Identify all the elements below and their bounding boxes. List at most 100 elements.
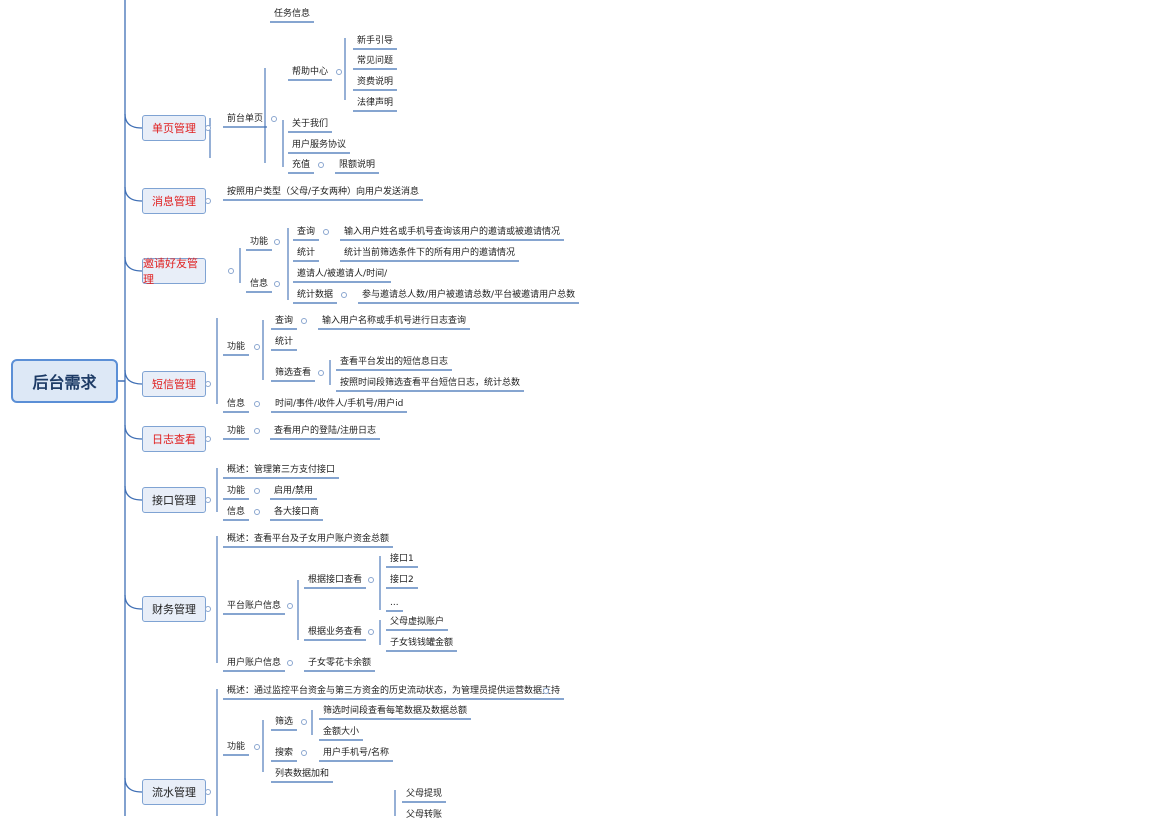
- collapse-toggle-icon[interactable]: [205, 606, 211, 612]
- topic-label[interactable]: 统计数据: [297, 290, 334, 300]
- collapse-toggle-icon[interactable]: [205, 198, 211, 204]
- topic-label[interactable]: 限额说明: [339, 160, 376, 170]
- topic-label[interactable]: 关于我们: [292, 119, 329, 129]
- topic-label[interactable]: 查询: [297, 227, 316, 237]
- category-node[interactable]: 财务管理: [142, 596, 206, 622]
- category-node[interactable]: 短信管理: [142, 371, 206, 397]
- topic-label[interactable]: 统计当前筛选条件下的所有用户的邀请情况: [344, 248, 516, 258]
- topic-label[interactable]: 帮助中心: [292, 67, 329, 77]
- collapse-toggle-icon[interactable]: [205, 436, 211, 442]
- topic-label[interactable]: 常见问题: [357, 56, 394, 66]
- collapse-toggle-icon[interactable]: [205, 497, 211, 503]
- collapse-toggle-icon[interactable]: [254, 401, 260, 407]
- collapse-toggle-icon[interactable]: [323, 229, 329, 235]
- topic-label[interactable]: 接口1: [390, 554, 414, 564]
- category-node[interactable]: 接口管理: [142, 487, 206, 513]
- topic-label[interactable]: 启用/禁用: [274, 486, 314, 496]
- topic-label[interactable]: 用户手机号/名称: [323, 748, 390, 758]
- topic-label[interactable]: 根据接口查看: [308, 575, 363, 585]
- topic-label[interactable]: 各大接口商: [274, 507, 320, 517]
- topic-label[interactable]: 列表数据加和: [275, 769, 330, 779]
- topic-label[interactable]: 金额大小: [323, 727, 360, 737]
- collapse-toggle-icon[interactable]: [254, 509, 260, 515]
- topic-label[interactable]: 功能: [227, 486, 246, 496]
- topic-label[interactable]: 信息: [227, 507, 246, 517]
- topic-label[interactable]: 功能: [227, 742, 246, 752]
- topic-label[interactable]: 统计: [275, 337, 294, 347]
- topic-label[interactable]: 前台单页: [227, 114, 264, 124]
- connector-line: [124, 369, 143, 385]
- collapse-toggle-icon[interactable]: [274, 239, 280, 245]
- topic-label[interactable]: 输入用户姓名或手机号查询该用户的邀请或被邀请情况: [344, 227, 561, 237]
- root-node[interactable]: 后台需求: [11, 359, 118, 403]
- topic-label[interactable]: 邀请人/被邀请人/时间/: [297, 269, 388, 279]
- topic-label[interactable]: 功能: [227, 426, 246, 436]
- category-node[interactable]: 流水管理: [142, 779, 206, 805]
- topic-label[interactable]: 信息: [250, 279, 269, 289]
- topic-label[interactable]: 概述：管理第三方支付接口: [227, 465, 336, 475]
- collapse-toggle-icon[interactable]: [301, 719, 307, 725]
- topic-label[interactable]: 用户账户信息: [227, 658, 282, 668]
- category-node[interactable]: 单页管理: [142, 115, 206, 141]
- topic-label[interactable]: 父母提现: [406, 789, 443, 799]
- topic-label[interactable]: 功能: [227, 342, 246, 352]
- topic-label[interactable]: ...: [390, 598, 399, 608]
- collapse-toggle-icon[interactable]: [368, 629, 374, 635]
- collapse-toggle-icon[interactable]: [274, 281, 280, 287]
- topic-label[interactable]: 资费说明: [357, 77, 394, 87]
- collapse-toggle-icon[interactable]: [228, 268, 234, 274]
- collapse-toggle-icon[interactable]: [254, 488, 260, 494]
- topic-label[interactable]: 平台账户信息: [227, 601, 282, 611]
- topic-label[interactable]: 查看平台发出的短信息日志: [340, 357, 449, 367]
- collapse-toggle-icon[interactable]: [318, 370, 324, 376]
- category-node[interactable]: 邀请好友管理: [142, 257, 206, 286]
- topic-label[interactable]: 信息: [227, 399, 246, 409]
- topic-label[interactable]: 充值: [292, 160, 311, 170]
- collapse-toggle-icon[interactable]: [254, 428, 260, 434]
- collapse-toggle-icon[interactable]: [271, 116, 277, 122]
- topic-label[interactable]: 新手引导: [357, 36, 394, 46]
- topic-label[interactable]: 任务信息: [274, 9, 311, 19]
- topic-label[interactable]: 查询: [275, 316, 294, 326]
- topic-label[interactable]: 按照时间段筛选查看平台短信日志，统计总数: [340, 378, 521, 388]
- collapse-toggle-icon[interactable]: [336, 69, 342, 75]
- topic-label[interactable]: 概述：查看平台及子女用户账户资金总额: [227, 534, 390, 544]
- topic-label[interactable]: 子女零花卡余额: [308, 658, 372, 668]
- topic-label[interactable]: 父母转账: [406, 810, 443, 820]
- category-node[interactable]: 消息管理: [142, 188, 206, 214]
- collapse-toggle-icon[interactable]: [205, 381, 211, 387]
- topic-label[interactable]: 法律声明: [357, 98, 394, 108]
- topic-label[interactable]: 用户服务协议: [292, 140, 347, 150]
- topic-label[interactable]: 按照用户类型（父母/子女两种）向用户发送消息: [227, 187, 420, 197]
- topic-label[interactable]: 筛选时间段查看每笔数据及数据总额: [323, 706, 468, 716]
- collapse-toggle-icon[interactable]: [205, 125, 211, 131]
- topic-label[interactable]: 查看用户的登陆/注册日志: [274, 426, 377, 436]
- collapse-toggle-icon[interactable]: [205, 789, 211, 795]
- collapse-toggle-icon[interactable]: [287, 660, 293, 666]
- collapse-toggle-icon[interactable]: [543, 688, 549, 694]
- topic-label[interactable]: 时间/事件/收件人/手机号/用户id: [275, 399, 404, 409]
- collapse-toggle-icon[interactable]: [318, 162, 324, 168]
- topic-label[interactable]: 筛选查看: [275, 368, 312, 378]
- topic-label[interactable]: 筛选: [275, 717, 294, 727]
- topic-label[interactable]: 功能: [250, 237, 269, 247]
- collapse-toggle-icon[interactable]: [301, 750, 307, 756]
- collapse-toggle-icon[interactable]: [254, 344, 260, 350]
- collapse-toggle-icon[interactable]: [341, 292, 347, 298]
- topic-label[interactable]: 根据业务查看: [308, 627, 363, 637]
- topic-label[interactable]: 搜索: [275, 748, 294, 758]
- topic-label[interactable]: 统计: [297, 248, 316, 258]
- topic-label[interactable]: 子女钱钱罐金额: [390, 638, 454, 648]
- collapse-toggle-icon[interactable]: [287, 603, 293, 609]
- connector-line: [124, 485, 143, 501]
- topic-label[interactable]: 输入用户名称或手机号进行日志查询: [322, 316, 467, 326]
- category-node[interactable]: 日志查看: [142, 426, 206, 452]
- collapse-toggle-icon[interactable]: [368, 577, 374, 583]
- collapse-toggle-icon[interactable]: [301, 318, 307, 324]
- collapse-toggle-icon[interactable]: [254, 744, 260, 750]
- topic-label[interactable]: 概述：通过监控平台资金与第三方资金的历史流动状态，为管理员提供运营数据支持: [227, 686, 561, 696]
- topic-label[interactable]: 接口2: [390, 575, 414, 585]
- topic-label[interactable]: 父母虚拟账户: [390, 617, 445, 627]
- topic-label[interactable]: 参与邀请总人数/用户被邀请总数/平台被邀请用户总数: [362, 290, 576, 300]
